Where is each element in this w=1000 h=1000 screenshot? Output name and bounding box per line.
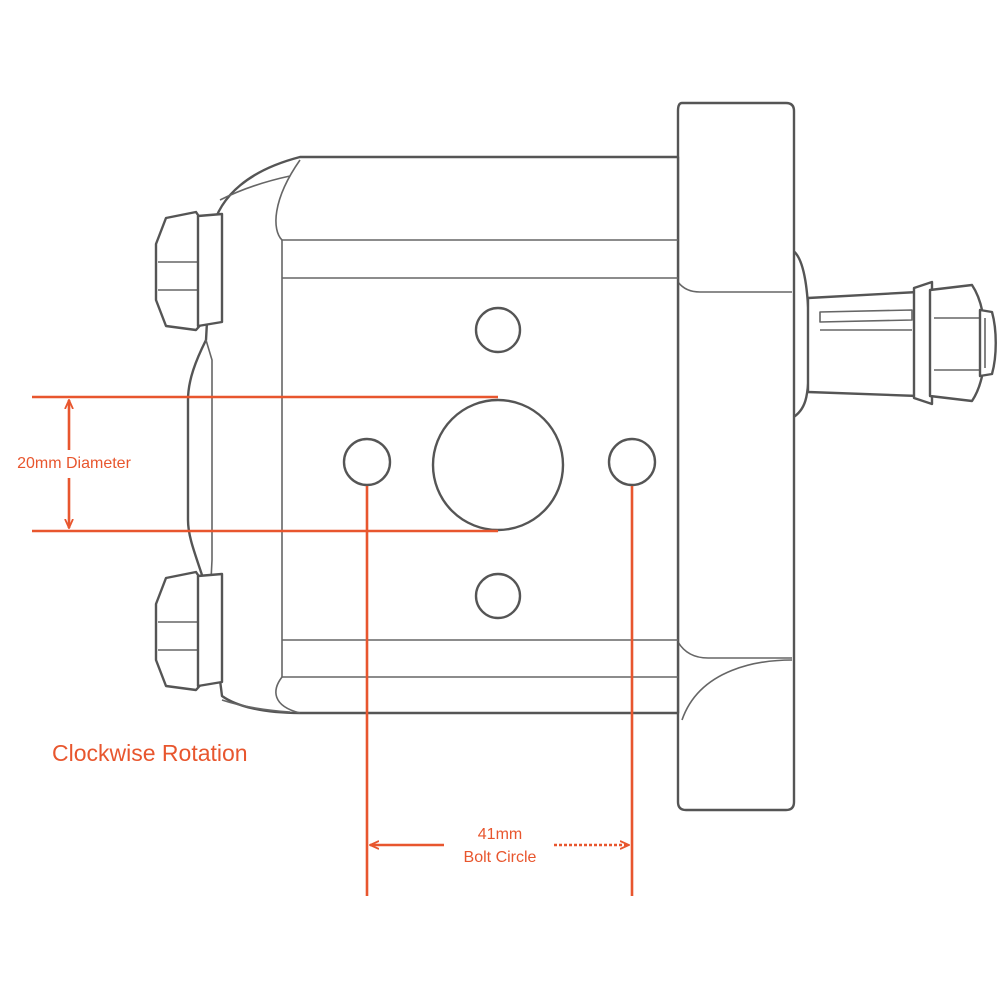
top-bolt-head bbox=[154, 210, 224, 332]
mounting-flange bbox=[676, 101, 796, 812]
bolt-circle-value: 41mm bbox=[478, 826, 522, 843]
pump-body bbox=[186, 155, 680, 715]
bottom-bolt-head bbox=[154, 570, 224, 692]
bolt-circle-dimension: 41mm Bolt Circle bbox=[365, 486, 634, 896]
bolt-hole-left bbox=[342, 437, 392, 487]
rotation-label: Clockwise Rotation bbox=[52, 740, 248, 766]
drive-shaft bbox=[790, 248, 934, 420]
diameter-label: 20mm Diameter bbox=[17, 455, 131, 472]
diameter-dimension: 20mm Diameter bbox=[17, 395, 498, 533]
bolt-hole-bottom bbox=[474, 572, 522, 620]
bolt-hole-right bbox=[607, 437, 657, 487]
shaft-nut bbox=[928, 283, 997, 403]
bolt-hole-top bbox=[474, 306, 522, 354]
bolt-circle-label: Bolt Circle bbox=[464, 849, 537, 866]
outlet-port bbox=[431, 398, 565, 532]
